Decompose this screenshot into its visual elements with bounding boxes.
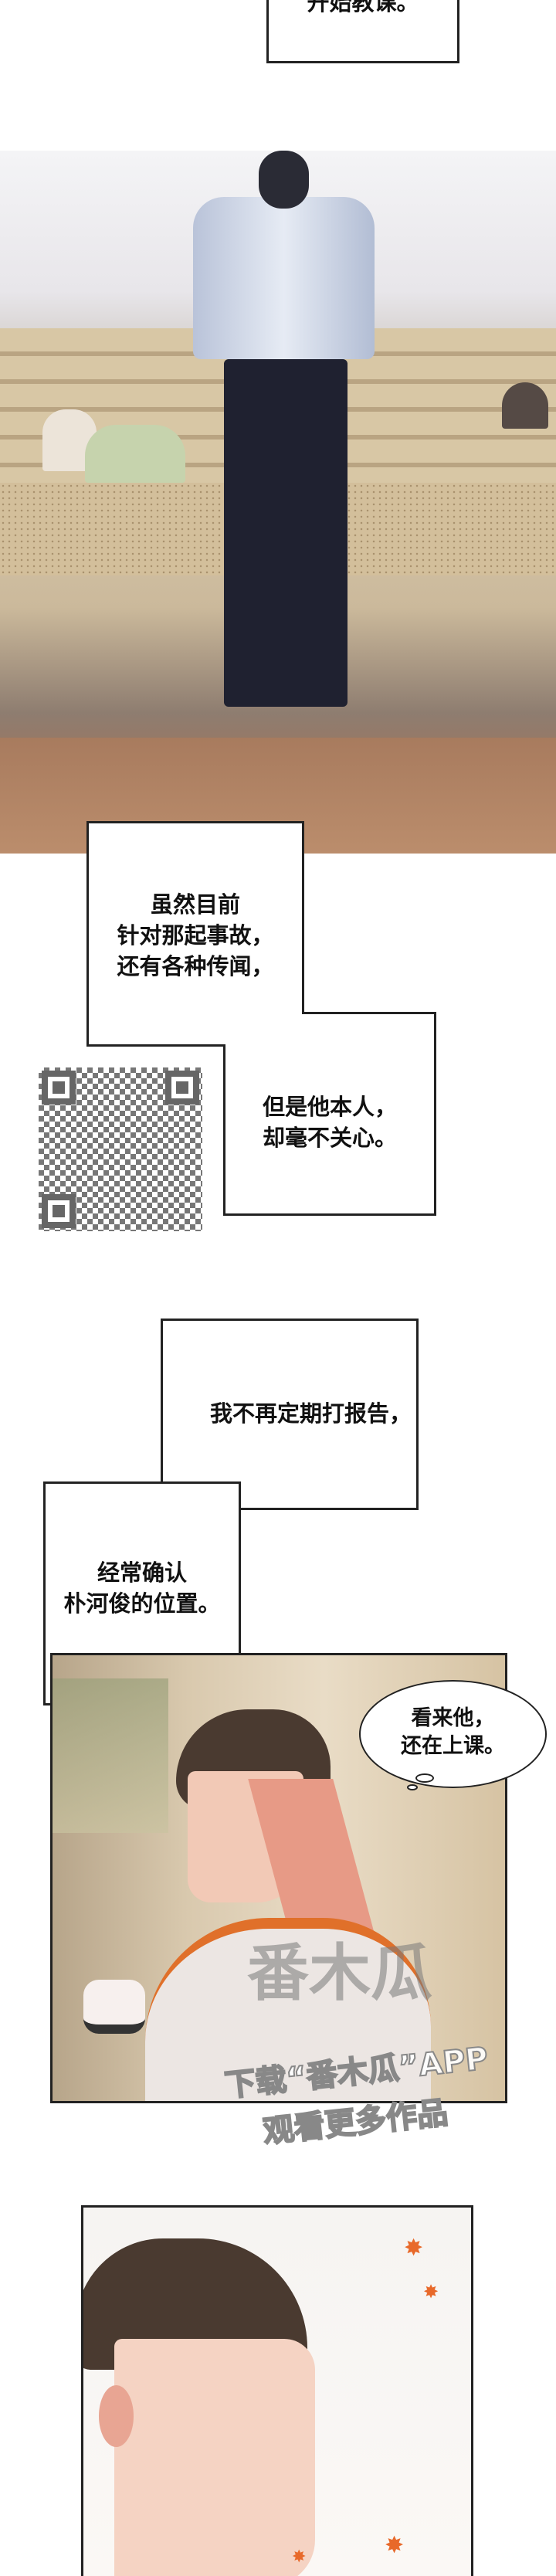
thought-bubble-dot <box>407 1784 418 1790</box>
background-window <box>53 1678 168 1833</box>
maple-leaf: ✸ <box>404 2235 424 2262</box>
panel-closeup-face: ✸ ✸ ✸ ✸ <box>81 2205 473 2576</box>
caption-text: 开始教课。 <box>307 0 419 15</box>
caption-line: 还有各种传闻， <box>117 953 274 979</box>
character-hand <box>83 1980 145 2034</box>
caption-text: 我不再定期打报告， <box>209 1400 412 1427</box>
lecturer-shirt <box>193 197 375 359</box>
caption-box-1-cover <box>89 1006 302 1044</box>
caption-box-2-top-edge <box>302 1012 436 1014</box>
thought-line: 看来他， <box>411 1706 495 1730</box>
character-face <box>114 2339 315 2576</box>
panel-profile-looking-down <box>50 1653 507 2103</box>
caption-box-3: 我不再定期打报告， <box>161 1319 419 1510</box>
student-green <box>85 425 185 483</box>
qr-finder <box>165 1071 199 1105</box>
caption-line: 针对那起事故， <box>117 922 274 949</box>
caption-box-2: 但是他本人， 却毫不关心。 <box>223 1012 436 1216</box>
caption-line: 却毫不关心。 <box>262 1125 397 1151</box>
thought-bubble: 看来他， 还在上课。 <box>359 1680 547 1788</box>
lecturer-trousers <box>224 359 348 707</box>
character-ear <box>99 2385 134 2447</box>
qr-finder <box>42 1071 76 1105</box>
watermark-logo: 番木瓜 <box>247 1937 432 2009</box>
caption-line: 经常确认 <box>97 1560 187 1586</box>
qr-code <box>39 1067 202 1231</box>
lecturer-head <box>259 151 309 209</box>
thought-line: 还在上课。 <box>401 1734 505 1758</box>
maple-leaf: ✸ <box>385 2532 405 2559</box>
student-right <box>502 382 548 429</box>
caption-line: 但是他本人， <box>262 1094 397 1120</box>
maple-leaf: ✸ <box>423 2281 439 2303</box>
qr-finder <box>42 1194 76 1228</box>
caption-box-top: 开始教课。 <box>266 0 459 63</box>
maple-leaf: ✸ <box>292 2547 307 2567</box>
thought-bubble-dot <box>415 1773 434 1783</box>
caption-line: 虽然目前 <box>150 891 240 918</box>
panel-lecture-hall <box>0 151 556 854</box>
caption-line: 朴河俊的位置。 <box>63 1590 221 1617</box>
